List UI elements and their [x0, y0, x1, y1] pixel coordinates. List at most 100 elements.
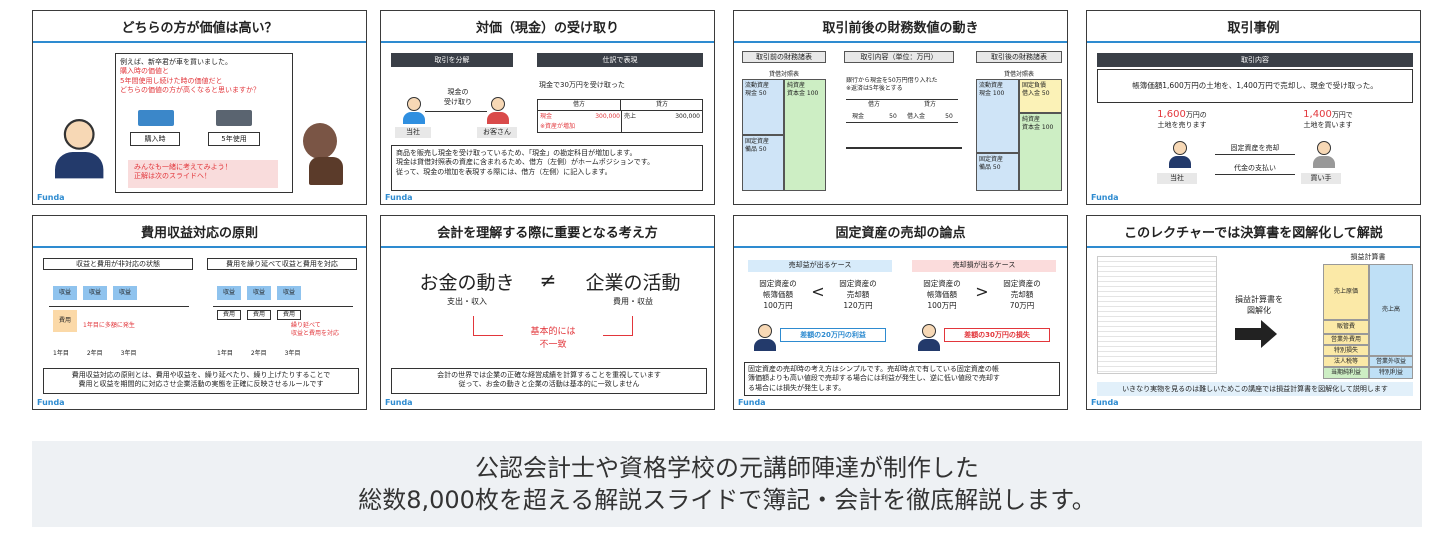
funda-logo: Funda	[738, 398, 766, 407]
less-than: <	[811, 282, 825, 301]
bs-label-before: 貸借対照表	[768, 71, 799, 78]
before-current-assets: 流動資産現金 50	[742, 79, 784, 135]
bear-body	[309, 157, 343, 185]
sell-arrow-label: 固定資産を売却	[1230, 144, 1280, 152]
tx-description: 帳簿価額1,600万円の土地を、1,400万円で売却し、現金で受け取った。	[1097, 69, 1413, 103]
bs-item: 固定資産	[979, 156, 1004, 163]
explain-line: 費用収益対応の原則とは、費用や収益を、繰り延べたり、繰り上げたりすることで	[71, 371, 331, 379]
arrow-text-line: 図解化	[1247, 306, 1271, 315]
sale-value: 70万円	[1009, 301, 1035, 310]
loss-badge: 差額の30万円の損失	[944, 328, 1050, 342]
book-line: 固定資産の	[923, 279, 961, 288]
pl-special-loss: 特別損失	[1323, 345, 1369, 356]
slide-lecture-intro[interactable]: このレクチャーでは決算書を図解化して解説 損益計算書を 図解化 損益計算書 売上…	[1086, 215, 1421, 410]
year-label: 1年目	[53, 350, 69, 357]
explain-line: 従って、現金の増加を表現する際には、借方（左側）に記入します。	[396, 167, 612, 176]
right-head: 費用を繰り延べて収益と費用を対応	[207, 258, 357, 270]
mismatch-line: 基本的には	[530, 327, 576, 337]
student-illustration	[55, 119, 104, 179]
funda-logo: Funda	[1091, 398, 1119, 407]
loss-case-header: 売却損が出るケース	[912, 260, 1056, 272]
journal-table: 借方 貸方 現金 300,000 ※資産が増加 売上 300,000	[537, 99, 703, 133]
bear-illustration	[303, 123, 337, 159]
slide-financial-change[interactable]: 取引前後の財務数値の動き 取引前の財務諸表 取引内容（単位：万円） 取引後の財務…	[733, 10, 1068, 205]
pl-tax: 法人税等	[1323, 356, 1369, 367]
bs-item: 備品 50	[745, 145, 767, 153]
slide-matching-principle[interactable]: 費用収益対応の原則 収益と費用が非対応の状態 費用を繰り延べて収益と費用を対応 …	[32, 215, 367, 410]
person-icon	[918, 324, 940, 351]
tx-content-header: 取引内容	[1097, 53, 1413, 67]
journal-text: 現金で30万円を受け取った	[539, 81, 625, 89]
table-divider	[621, 111, 622, 133]
year-label: 3年目	[284, 350, 301, 357]
bs-item: 流動資産	[979, 82, 1004, 89]
person-icon	[754, 324, 776, 351]
credit-header: 貸方	[621, 100, 703, 111]
explanation-box: 会計の世界では企業の正確な経営成績を計算することを重視しています 従って、お金の…	[391, 368, 707, 394]
seller-amount: 1,600	[1157, 109, 1186, 120]
timeline	[49, 306, 189, 307]
revenue-block: 収益	[247, 286, 271, 300]
year-label: 1年目	[217, 350, 233, 357]
left-note: 1年目に多額に発生	[83, 322, 135, 329]
after-net-assets: 純資産資本金 100	[1019, 113, 1062, 191]
slide-value-question[interactable]: どちらの方が価値は高い？ 例えば、新卒君が車を買いました。 購入時の価値と 5年…	[32, 10, 367, 205]
slide-asset-sale[interactable]: 固定資産の売却の論点 売却益が出るケース 売却損が出るケース 固定資産の帳簿価額…	[733, 215, 1068, 410]
funda-logo: Funda	[1091, 193, 1119, 202]
credit-amount: 300,000	[675, 113, 700, 121]
explain-line: 商品を販売し現金を受け取っているため、「現金」の勘定科目が増加します。	[396, 149, 637, 157]
customer-person-icon	[487, 97, 509, 124]
explain-line: 現金は貸借対照表の資産に含まれるため、借方（左側）がホームポジションです。	[396, 158, 655, 167]
receive-line: 現金の	[447, 88, 469, 96]
slide-key-concept[interactable]: 会計を理解する際に重要となる考え方 お金の動き 支出・収入 ≠ 企業の活動 費用…	[380, 215, 715, 410]
bs-item: 現金 50	[745, 89, 767, 97]
mismatch-line: 不一致	[539, 340, 567, 350]
bs-item: 純資産	[1022, 116, 1041, 123]
pl-cogs: 売上原価	[1323, 264, 1369, 320]
slide-title: 会計を理解する際に重要となる考え方	[381, 216, 714, 248]
explanation-box: 商品を販売し現金を受け取っているため、「現金」の勘定科目が増加します。 現金は貸…	[391, 145, 703, 191]
year-label: 2年目	[86, 350, 103, 357]
before-header: 取引前の財務諸表	[742, 51, 826, 63]
greater-than: >	[975, 282, 989, 301]
book-value: 100万円	[927, 301, 957, 310]
explanation-box: 固定資産の売却時の考え方はシンプルです。売却時点で有している固定資産の帳 簿価額…	[744, 362, 1060, 396]
debit-note: ※資産が増加	[540, 123, 576, 131]
sale-line: 売却額	[846, 290, 870, 299]
seller-text-line: 土地を売ります	[1157, 121, 1207, 129]
tx-debit-header: 借方	[867, 101, 880, 109]
sale-line: 固定資産の	[839, 279, 877, 288]
expense-block: 費用	[53, 310, 77, 332]
book-line: 固定資産の	[759, 279, 797, 288]
before-fixed-assets: 固定資産備品 50	[742, 135, 784, 191]
bs-item: 借入金 50	[1022, 89, 1050, 97]
explain-line: 費用と収益を期間的に対応させ企業活動の実態を正確に反映させるルールです	[78, 380, 324, 389]
slide-title: 取引前後の財務数値の動き	[734, 11, 1067, 43]
money-flow: お金の動き	[419, 272, 515, 294]
year-label: 3年目	[120, 350, 137, 357]
right-arrow-icon	[1235, 328, 1261, 340]
pl-nonop-expense: 営業外費用	[1323, 334, 1369, 345]
bs-item: 備品 50	[979, 163, 1001, 171]
question-line: 例えば、新卒君が車を買いました。	[120, 58, 232, 66]
funda-logo: Funda	[385, 193, 413, 202]
bs-item: 現金 100	[979, 89, 1005, 97]
sell-arrow	[1215, 154, 1295, 155]
tx-text: 銀行から現金を50万円借り入れた ※返済は5年後とする	[846, 77, 962, 93]
mismatch-text: 基本的には 不一致	[503, 324, 603, 350]
journal-header: 仕訳で表現	[537, 53, 703, 67]
pl-nonop-income: 営業外収益	[1369, 356, 1413, 367]
year-labels-left: 1年目 2年目 3年目	[53, 348, 183, 357]
after-current-assets: 流動資産現金 100	[976, 79, 1019, 153]
tx-credit-amount: 50	[945, 113, 953, 121]
business-activity: 企業の活動	[585, 272, 681, 294]
expense-block: 費用	[277, 310, 301, 320]
slide-cash-receipt[interactable]: 対価（現金）の受け取り 取引を分解 仕訳で表現 現金の 受け取り 当社 お客さん…	[380, 10, 715, 205]
company-label: 当社	[1157, 173, 1197, 184]
slide-transaction-example[interactable]: 取引事例 取引内容 帳簿価額1,600万円の土地を、1,400万円で売却し、現金…	[1086, 10, 1421, 205]
slide-title: 取引事例	[1087, 11, 1420, 43]
sale-value: 120万円	[843, 301, 873, 310]
question-line: どちらの価値の方が高くなると思いますか？	[120, 86, 260, 95]
